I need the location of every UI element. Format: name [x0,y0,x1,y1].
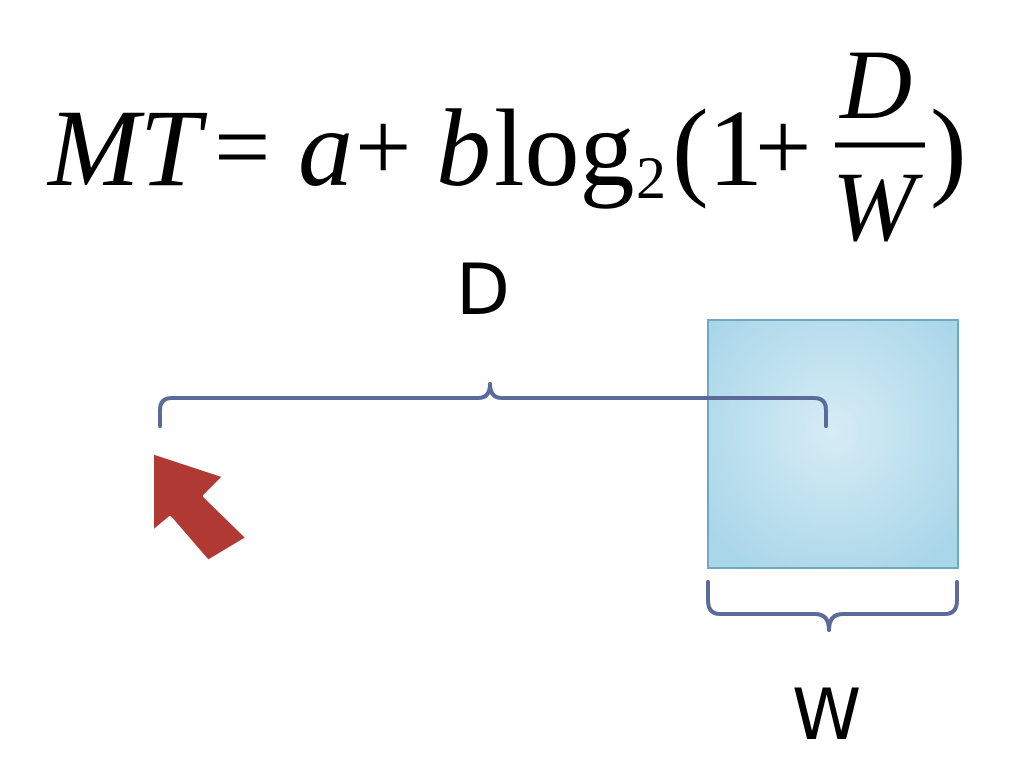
formula-numerator: D [838,29,912,140]
width-brace [706,580,959,632]
formula-log: log [494,87,635,209]
mouse-pointer-arrow-icon [150,450,250,564]
target-square [707,319,959,569]
distance-brace [158,382,828,428]
formula-denominator: W [832,151,923,260]
formula-equals: = [214,91,270,202]
formula-plus-1: + [355,91,411,202]
formula-b: b [436,87,491,209]
distance-label: D [456,249,510,331]
formula-close-paren: ) [930,87,967,209]
formula-plus-2: + [755,91,811,202]
formula-a: a [298,87,353,209]
formula-one: 1 [708,87,763,209]
fitts-law-formula: MT = a + b log 2 ( 1 + D W ) [46,29,967,260]
formula-mt: MT [46,87,208,209]
formula-open-paren: ( [672,87,709,209]
width-label: W [792,674,862,756]
formula-log-base: 2 [636,145,666,211]
